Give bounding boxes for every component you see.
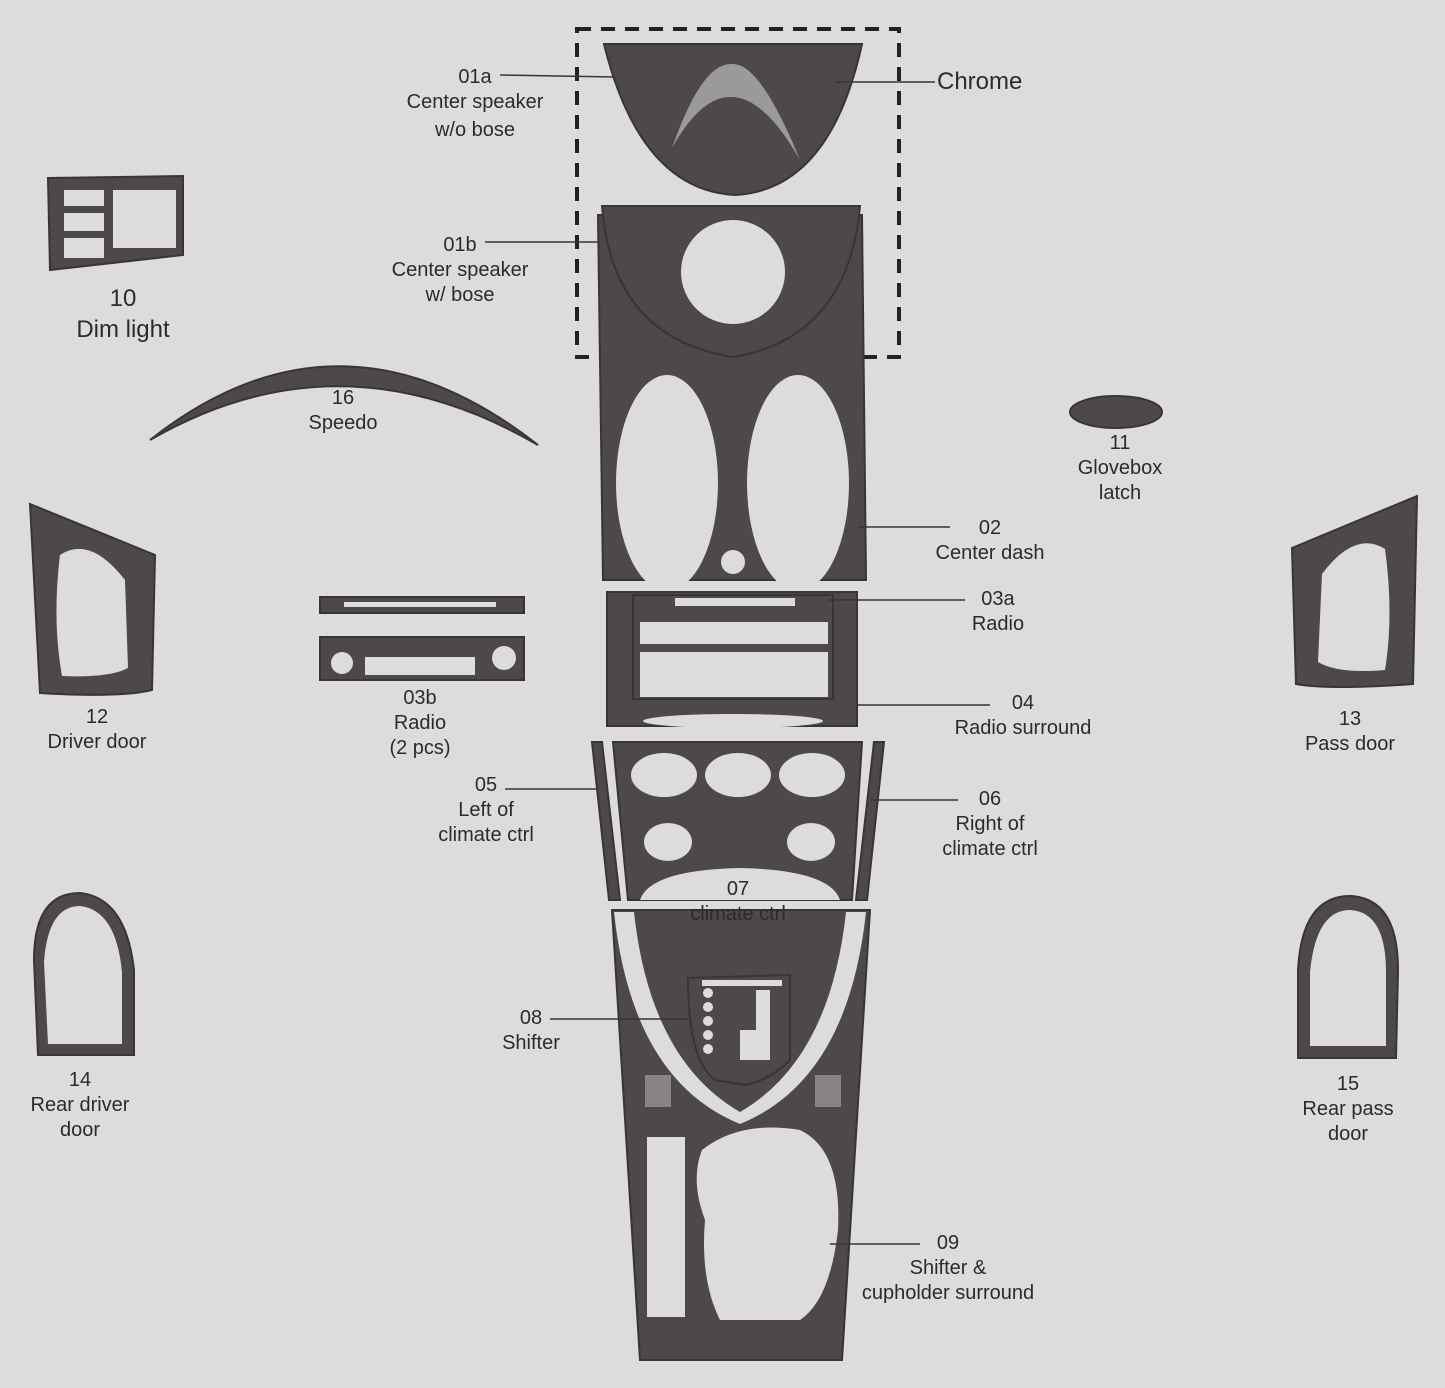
label-05: 05 Left of climate ctrl: [438, 774, 534, 846]
label-04: 04 Radio surround: [954, 692, 1092, 739]
label-11: 11 Glovebox latch: [1077, 432, 1163, 504]
label-15: 15 Rear pass door: [1302, 1073, 1394, 1145]
part-10-dim-light: [46, 174, 184, 272]
leader-01a: [499, 74, 616, 78]
label-06: 06 Right of climate ctrl: [942, 788, 1038, 860]
label-10: 10 Dim light: [76, 285, 170, 343]
chrome-accent: [672, 63, 800, 160]
label-09: 09 Shifter & cupholder surround: [861, 1232, 1035, 1304]
part-09-shifter-surround: [610, 909, 872, 1361]
part-01a-center-speaker: [602, 43, 864, 197]
part-09-left-button: [645, 1075, 671, 1107]
label-01b: 01b Center speaker w/ bose: [391, 234, 529, 306]
label-13: 13 Pass door: [1304, 708, 1396, 755]
part-12-driver-door: [28, 502, 157, 696]
part-05-left-strip: [590, 741, 622, 901]
label-16: 16 Speedo: [308, 387, 378, 434]
speaker-options-box: [575, 27, 901, 359]
part-16-speedo: [149, 365, 539, 446]
part-13-pass-door: [1290, 494, 1419, 688]
part-15-rear-pass-door: [1297, 894, 1400, 1059]
part-11-glovebox-latch: [1069, 395, 1163, 429]
part-08-shifter: [686, 973, 791, 1087]
part-03b-radio: [319, 596, 525, 681]
part-09-right-button: [815, 1075, 841, 1107]
label-03a: 03a Radio: [971, 588, 1025, 635]
part-07-climate-ctrl: [611, 741, 864, 901]
part-06-right-strip: [854, 741, 886, 901]
label-chrome: Chrome: [937, 68, 1023, 95]
part-01b-center-speaker-bose: [600, 205, 862, 359]
label-12: 12 Driver door: [47, 706, 147, 753]
part-03a-radio: [632, 594, 834, 700]
label-08: 08 Shifter: [502, 1007, 560, 1054]
label-01a: 01a Center speaker w/o bose: [406, 66, 544, 141]
label-07: 07 climate ctrl: [690, 878, 786, 925]
label-03b: 03b Radio (2 pcs): [389, 687, 451, 759]
part-14-rear-driver-door: [32, 891, 135, 1056]
label-02: 02 Center dash: [935, 517, 1045, 564]
label-14: 14 Rear driver door: [30, 1069, 130, 1141]
